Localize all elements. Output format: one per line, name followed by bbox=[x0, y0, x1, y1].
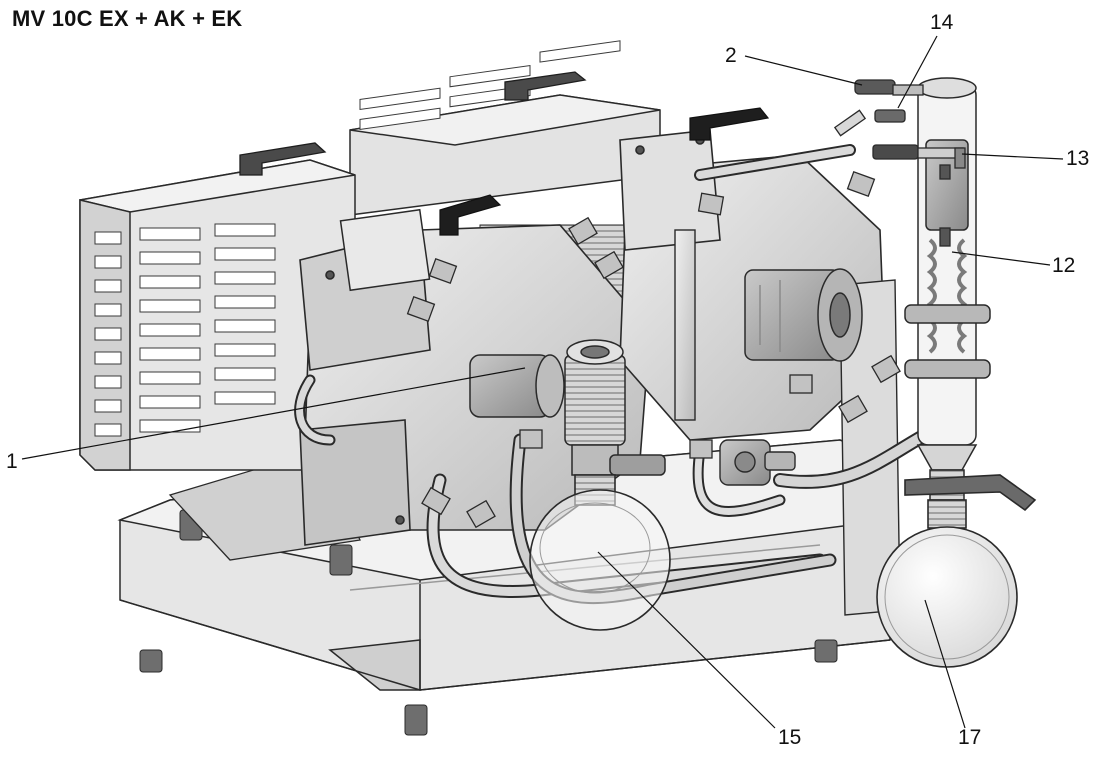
leader-line-17 bbox=[924, 599, 966, 729]
vapour-condenser bbox=[904, 77, 991, 501]
diagram-title: MV 10C EX + AK + EK bbox=[12, 6, 243, 31]
leader-line-14 bbox=[897, 35, 938, 109]
callout-label-15: 15 bbox=[778, 726, 802, 749]
callout-label-2: 2 bbox=[725, 44, 737, 67]
callout-label-1: 1 bbox=[6, 450, 18, 473]
base-feet bbox=[139, 509, 838, 736]
callout-leader-lines bbox=[21, 35, 1064, 729]
receiving-flask bbox=[876, 474, 1037, 668]
gas-ballast-valve bbox=[719, 439, 796, 486]
callout-label-14: 14 bbox=[930, 11, 954, 34]
leader-line-2 bbox=[744, 55, 863, 86]
rear-motor-cage bbox=[349, 40, 661, 216]
rear-cage-handle bbox=[504, 71, 587, 101]
vertical-connector-tube bbox=[674, 229, 696, 421]
leader-line-12 bbox=[951, 251, 1051, 266]
callout-label-12: 12 bbox=[1052, 254, 1076, 277]
catchpot-inlet bbox=[529, 474, 671, 631]
leader-line-15 bbox=[597, 551, 776, 729]
hex-fittings bbox=[406, 170, 901, 529]
leader-line-1 bbox=[21, 367, 526, 460]
front-cage-vents bbox=[94, 223, 276, 437]
callout-label-17: 17 bbox=[958, 726, 982, 749]
condenser-coolant-fittings bbox=[833, 79, 966, 247]
front-head-plate bbox=[339, 208, 431, 292]
inlet-assembly bbox=[469, 339, 666, 476]
leader-line-13 bbox=[961, 153, 1064, 160]
front-head-knob bbox=[439, 194, 502, 236]
front-cage-handle bbox=[239, 142, 327, 176]
exhaust-silencer bbox=[744, 268, 863, 362]
callout-label-13: 13 bbox=[1066, 147, 1090, 170]
rear-head-knob bbox=[689, 107, 770, 141]
